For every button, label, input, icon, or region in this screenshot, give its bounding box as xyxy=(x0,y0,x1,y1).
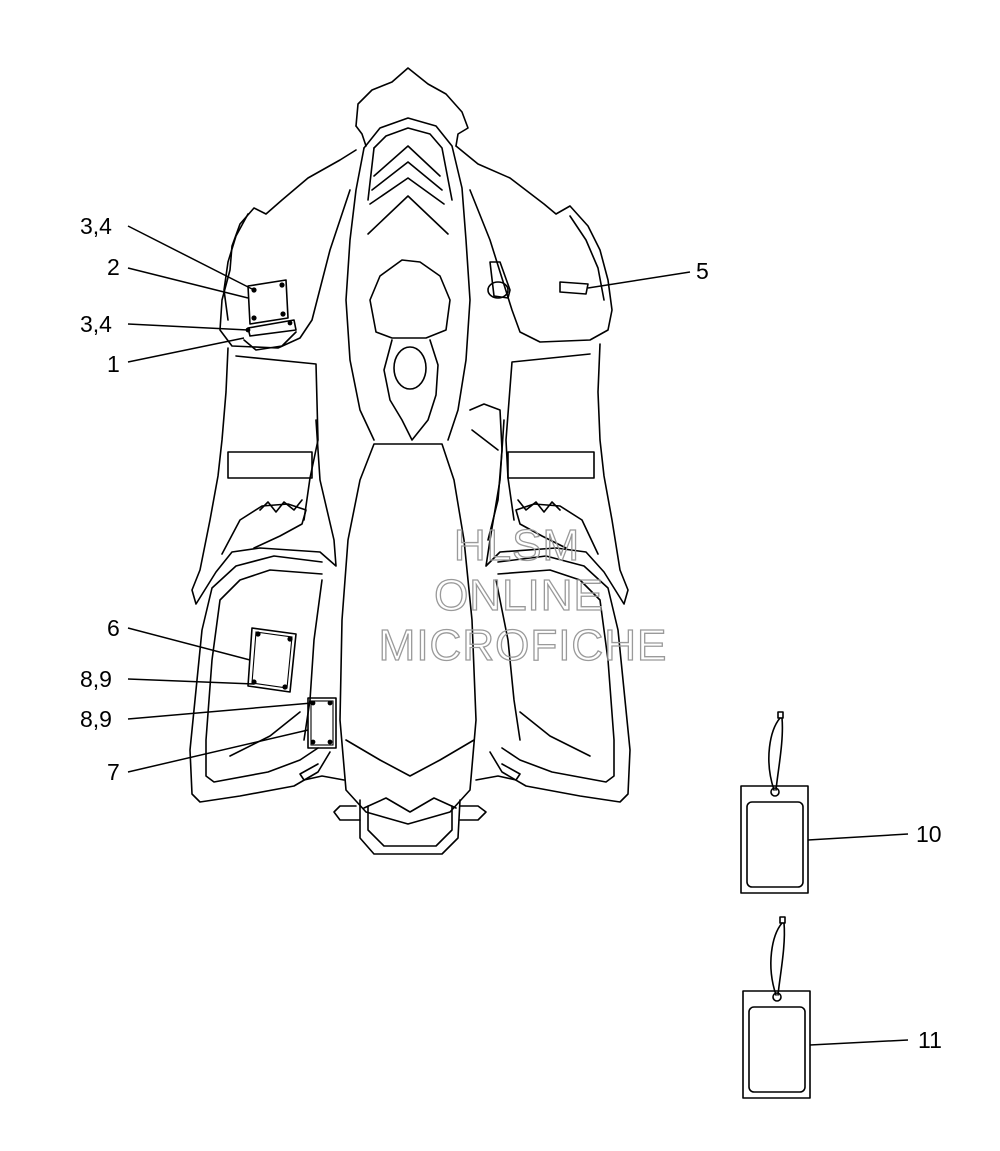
callout-8-9-bottom: 8,9 xyxy=(80,706,112,732)
watermark-line-3: MICROFICHE xyxy=(379,621,668,670)
atv-body-outline xyxy=(189,67,631,855)
callout-2: 2 xyxy=(107,254,120,280)
label-part-6 xyxy=(247,627,297,693)
label-part-2-warning-label xyxy=(247,279,289,325)
callout-3-4-top: 3,4 xyxy=(80,213,112,239)
callout-6: 6 xyxy=(107,615,120,641)
hang-tag-part-10 xyxy=(740,711,809,894)
callout-7: 7 xyxy=(107,759,120,785)
callout-numbers: 3,4 2 3,4 1 5 6 8,9 8,9 7 10 11 xyxy=(80,213,942,1053)
callout-11: 11 xyxy=(918,1027,942,1053)
callout-1: 1 xyxy=(107,351,120,377)
callout-8-9-top: 8,9 xyxy=(80,666,112,692)
label-part-7 xyxy=(307,697,337,749)
watermark-line-1: HLSM xyxy=(454,521,580,570)
label-part-1-caution-label xyxy=(245,319,297,337)
callout-10: 10 xyxy=(916,821,942,847)
watermark-line-2: ONLINE xyxy=(434,571,604,620)
label-part-5 xyxy=(559,281,589,295)
callout-5: 5 xyxy=(696,258,709,284)
leader-lines xyxy=(127,225,909,1046)
hang-tag-part-11 xyxy=(742,916,811,1099)
callout-3-4-bottom: 3,4 xyxy=(80,311,112,337)
watermark: HLSM ONLINE MICROFICHE xyxy=(378,520,668,670)
